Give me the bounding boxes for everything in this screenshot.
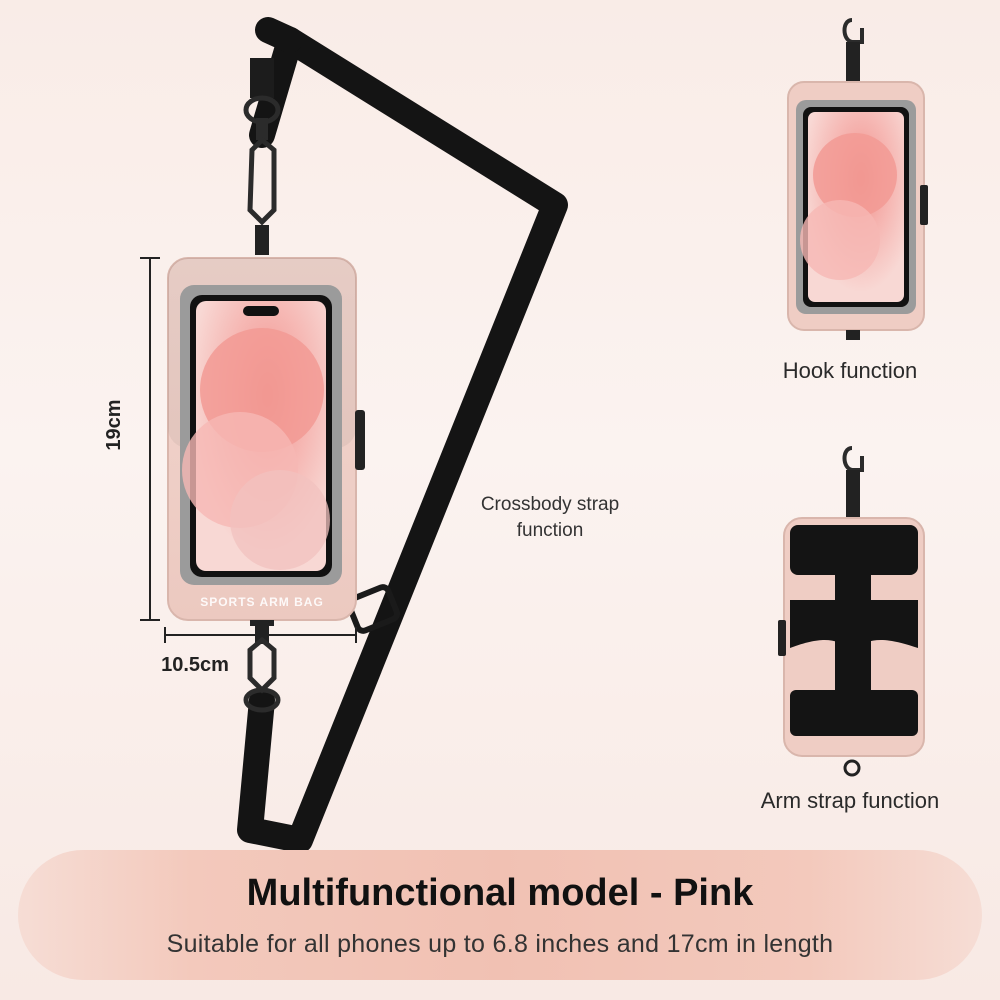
- strap-buckle: [345, 584, 401, 634]
- dimension-lines: [140, 257, 357, 643]
- width-dimension-label: 10.5cm: [161, 654, 229, 676]
- arm-pouch: [778, 446, 925, 777]
- crossbody-label: Crossbody strap function: [455, 492, 645, 544]
- crossbody-label-line1: Crossbody strap: [480, 494, 620, 515]
- arm-label: Arm strap function: [760, 788, 940, 813]
- main-pouch: SPORTS ARM BAG: [167, 257, 365, 626]
- info-banner: Multifunctional model - Pink Suitable fo…: [18, 850, 982, 980]
- crossbody-label-line2: function: [516, 520, 584, 541]
- top-carabiner: [243, 58, 281, 255]
- crossbody-strap: [237, 17, 568, 853]
- bottom-carabiner: [243, 622, 281, 713]
- banner-subtitle: Suitable for all phones up to 6.8 inches…: [166, 930, 834, 958]
- hook-pouch: [787, 18, 928, 340]
- hook-label: Hook function: [782, 358, 918, 383]
- height-dimension-label: 19cm: [103, 399, 125, 451]
- banner-title: Multifunctional model - Pink: [246, 872, 754, 914]
- pouch-print: SPORTS ARM BAG: [200, 595, 324, 609]
